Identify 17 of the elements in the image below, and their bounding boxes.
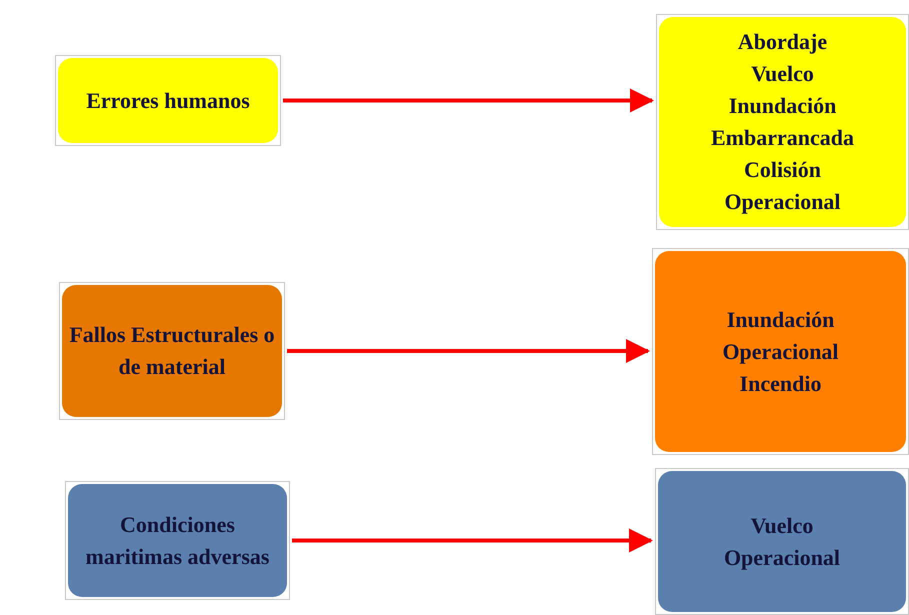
box-text: Operacional xyxy=(724,544,840,572)
box-text: Incendio xyxy=(740,370,822,398)
box-text: Errores humanos xyxy=(86,86,250,114)
box-text: Inundación xyxy=(726,306,834,334)
box-text: Abordaje xyxy=(738,28,828,56)
box-text: Colisión xyxy=(744,156,822,184)
box-text: Condiciones maritimas adversas xyxy=(84,510,270,570)
arrow xyxy=(283,88,654,112)
box-text: Inundación xyxy=(728,92,836,120)
box-text: Vuelco xyxy=(751,60,814,88)
box-text: Embarrancada xyxy=(711,124,854,152)
box-text: Fallos Estructurales o de material xyxy=(68,321,276,381)
box-text: Operacional xyxy=(722,338,839,366)
arrow xyxy=(292,528,653,552)
box-text: Vuelco xyxy=(750,512,814,540)
arrow xyxy=(287,339,650,363)
box-text: Operacional xyxy=(724,188,841,216)
